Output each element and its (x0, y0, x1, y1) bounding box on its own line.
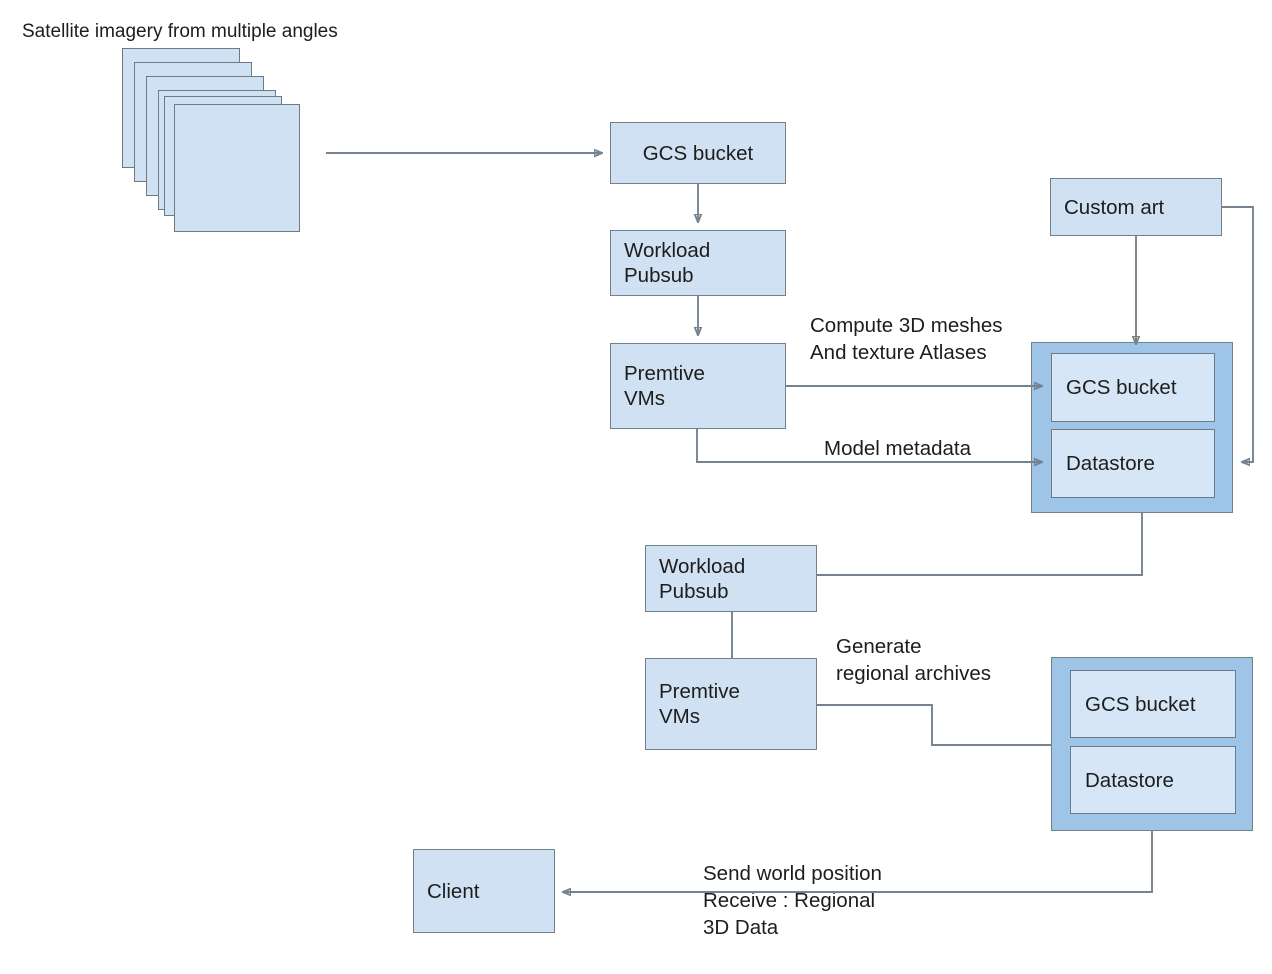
edge-label-client-exchange: Send world position Receive : Regional 3… (703, 862, 882, 939)
node-workload-pubsub-1[interactable]: Workload Pubsub (610, 230, 786, 296)
edge-vms1-to-storage-a-datastore (696, 429, 1042, 462)
edge-custom-art-to-storage-a-datastore (1222, 206, 1254, 462)
node-storage-b-datastore[interactable]: Datastore (1070, 746, 1236, 814)
node-storage-a-gcs-bucket[interactable]: GCS bucket (1051, 353, 1215, 422)
node-premtive-vms-1[interactable]: Premtive VMs (610, 343, 786, 429)
edge-storage-b-to-client (563, 831, 1153, 892)
edge-label-generate-regional-archives: Generate regional archives (836, 635, 991, 685)
node-workload-pubsub-2[interactable]: Workload Pubsub (645, 545, 817, 612)
edge-label-compute-meshes: Compute 3D meshes And texture Atlases (810, 314, 1003, 364)
node-gcs-bucket-ingest[interactable]: GCS bucket (610, 122, 786, 184)
node-custom-art[interactable]: Custom art (1050, 178, 1222, 236)
image-sheet-front (174, 104, 300, 232)
edge-label-model-metadata: Model metadata (824, 437, 972, 460)
node-client[interactable]: Client (413, 849, 555, 933)
edge-vms2-to-storage-b (817, 704, 1051, 746)
node-storage-a-datastore[interactable]: Datastore (1051, 429, 1215, 498)
node-storage-b-gcs-bucket[interactable]: GCS bucket (1070, 670, 1236, 738)
storage-group-b: GCS bucket Datastore (1051, 657, 1253, 831)
edge-storage-a-to-pubsub2 (817, 513, 1143, 576)
storage-group-a: GCS bucket Datastore (1031, 342, 1233, 513)
node-premtive-vms-2[interactable]: Premtive VMs (645, 658, 817, 750)
diagram-title: Satellite imagery from multiple angles (22, 21, 338, 42)
